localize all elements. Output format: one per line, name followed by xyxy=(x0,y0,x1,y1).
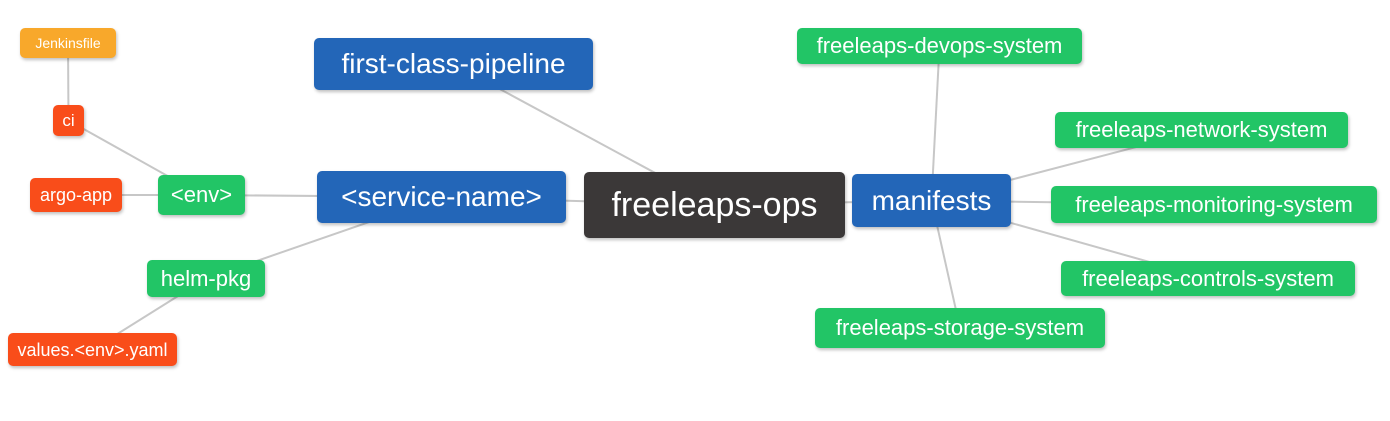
node-label: freeleaps-network-system xyxy=(1075,117,1328,142)
node-freeleaps-network-system[interactable]: freeleaps-network-system xyxy=(1055,112,1348,148)
node-label: freeleaps-monitoring-system xyxy=(1075,191,1353,217)
node-label: Jenkinsfile xyxy=(35,35,101,51)
node-label: values.<env>.yaml xyxy=(17,339,168,360)
node-label: ci xyxy=(62,111,75,130)
node-label: <env> xyxy=(170,182,233,207)
node-jenkinsfile[interactable]: Jenkinsfile xyxy=(20,28,116,58)
node-helm-pkg[interactable]: helm-pkg xyxy=(147,260,265,297)
node-label: argo-app xyxy=(39,185,113,205)
node-argo-app[interactable]: argo-app xyxy=(30,178,122,212)
node-freeleaps-monitoring-system[interactable]: freeleaps-monitoring-system xyxy=(1051,186,1377,223)
node-label: <service-name> xyxy=(341,181,542,212)
node-freeleaps-storage-system[interactable]: freeleaps-storage-system xyxy=(815,308,1105,348)
node-service-name[interactable]: <service-name> xyxy=(317,171,566,223)
node-label: first-class-pipeline xyxy=(341,48,566,79)
node-env[interactable]: <env> xyxy=(158,175,245,215)
node-label: manifests xyxy=(871,184,992,216)
node-label: helm-pkg xyxy=(160,265,252,291)
node-freeleaps-devops-system[interactable]: freeleaps-devops-system xyxy=(797,28,1082,64)
node-label: freeleaps-ops xyxy=(611,186,818,224)
node-values-env-yaml[interactable]: values.<env>.yaml xyxy=(8,333,177,366)
node-label: freeleaps-devops-system xyxy=(816,33,1063,58)
node-ci[interactable]: ci xyxy=(53,105,84,136)
node-first-class-pipeline[interactable]: first-class-pipeline xyxy=(314,38,593,90)
node-label: freeleaps-storage-system xyxy=(835,315,1085,340)
node-manifests[interactable]: manifests xyxy=(852,174,1011,227)
node-freeleaps-ops[interactable]: freeleaps-ops xyxy=(584,172,845,238)
node-label: freeleaps-controls-system xyxy=(1082,265,1334,291)
node-freeleaps-controls-system[interactable]: freeleaps-controls-system xyxy=(1061,261,1355,296)
